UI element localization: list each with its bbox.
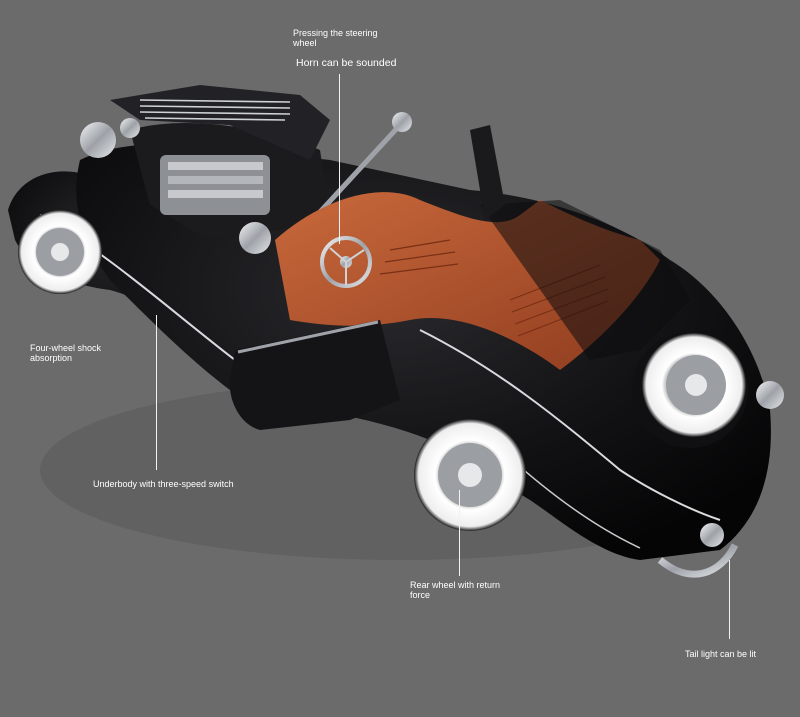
steering-annotation: Pressing the steering wheel <box>293 28 378 48</box>
rear-body <box>480 200 690 360</box>
steering-wheel <box>320 236 372 288</box>
steering-annotation-line2: wheel <box>293 38 317 48</box>
tail-light <box>756 381 784 409</box>
shock-leader-line <box>156 315 157 470</box>
open-hood <box>110 85 330 160</box>
shock-annotation-line2: absorption <box>30 353 73 363</box>
hood-louvers <box>139 99 291 121</box>
tail-light-leader-line <box>729 560 730 639</box>
shock-annotation: Four-wheel shock absorption <box>30 343 101 363</box>
steering-annotation-line1: Pressing the steering <box>293 28 378 38</box>
side-mirror <box>392 112 412 132</box>
horn-annotation: Horn can be sounded <box>296 57 397 69</box>
underbody-annotation: Underbody with three-speed switch <box>93 479 234 489</box>
front-wheel <box>18 210 102 294</box>
shock-annotation-line1: Four-wheel shock <box>30 343 102 353</box>
engine <box>160 155 271 254</box>
rear-wheel <box>414 419 526 531</box>
steering-leader-line <box>339 74 340 244</box>
tail-light <box>700 523 724 547</box>
chrome-trim <box>419 329 721 521</box>
rear-wheel-annotation-line1: Rear wheel with return <box>410 580 501 590</box>
door-chrome-trim <box>237 320 379 354</box>
headlight <box>120 118 140 138</box>
rear-bumper <box>657 543 739 578</box>
rear-wheel-leader-line <box>459 490 460 576</box>
spare-wheel <box>632 332 748 448</box>
headlight <box>80 122 116 158</box>
open-door <box>229 320 400 430</box>
rear-door-open <box>470 125 505 220</box>
rear-wheel-annotation-line2: force <box>410 590 431 600</box>
rear-wheel-annotation: Rear wheel with return force <box>410 580 500 600</box>
tail-light-annotation: Tail light can be lit <box>685 649 757 659</box>
